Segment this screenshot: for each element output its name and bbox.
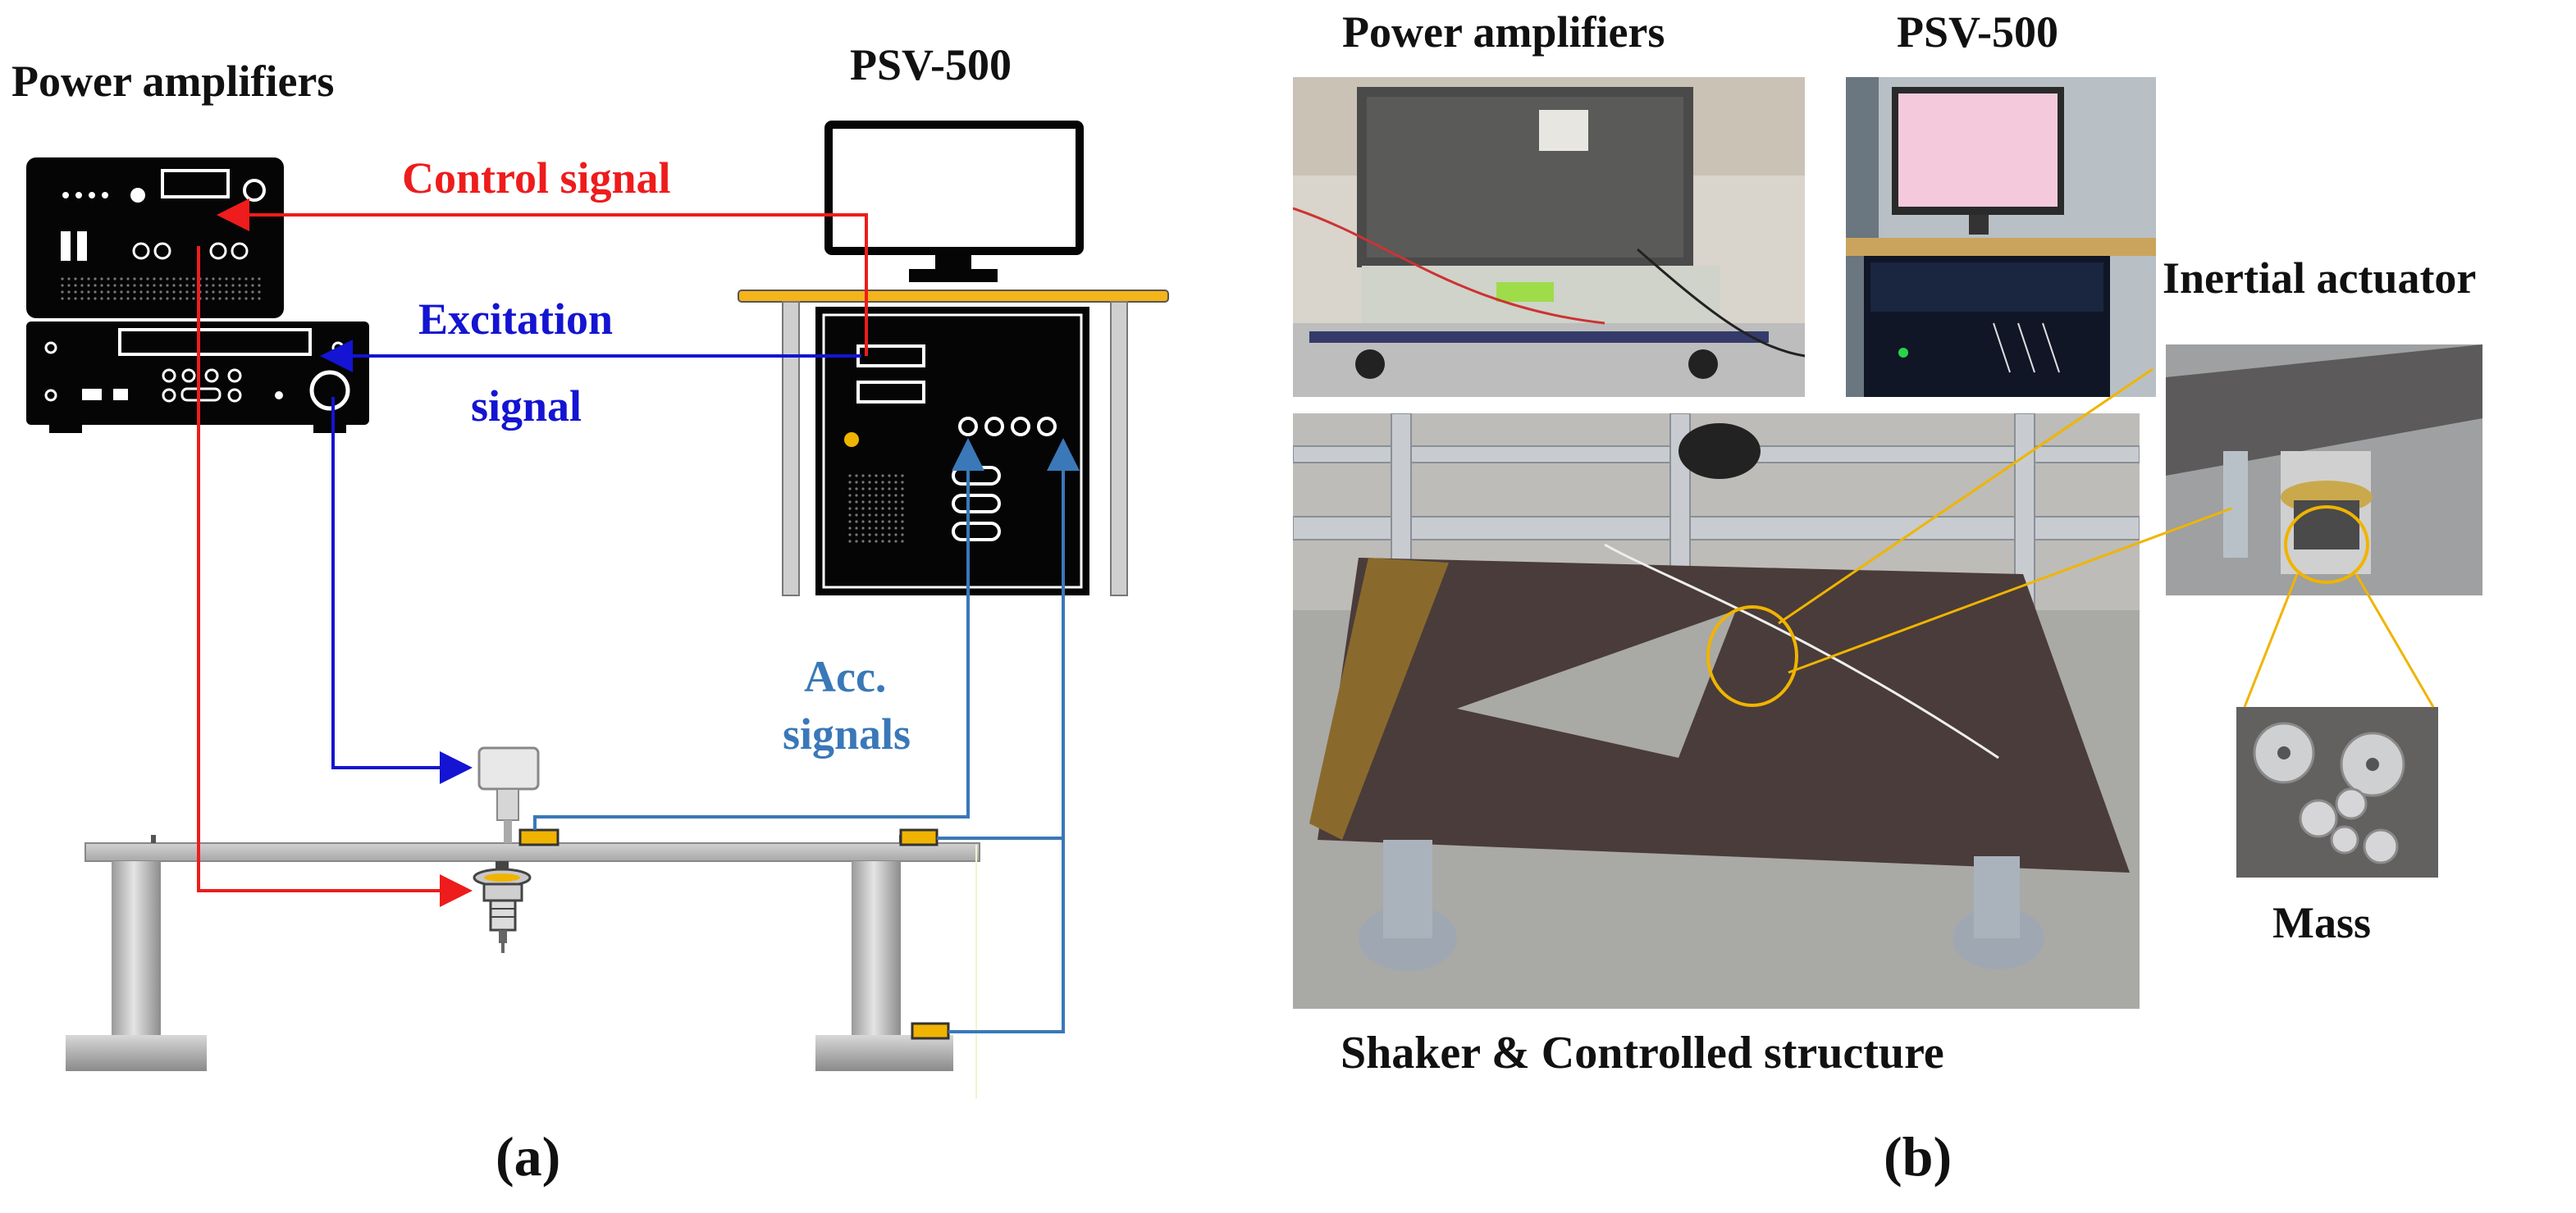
accelerometers (518, 828, 950, 1040)
power-amplifiers-label-b: Power amplifiers (1342, 7, 1665, 57)
power-amplifiers-label-a: Power amplifiers (11, 57, 335, 106)
control-signal-label: Control signal (402, 153, 671, 203)
psv-monitor (824, 121, 1084, 282)
power-amplifier-upper (26, 157, 284, 318)
excitation-label-line1: Excitation (418, 294, 613, 344)
photo-inertial-actuator (2166, 344, 2482, 595)
psv-label-b: PSV-500 (1897, 7, 2058, 57)
shaker (477, 746, 540, 843)
shaker-structure-label: Shaker & Controlled structure (1341, 1028, 1944, 1078)
photo-shaker-structure (1293, 413, 2140, 1009)
photo-mass (2236, 707, 2438, 878)
accelerometer-3 (911, 1022, 950, 1040)
photo-psv (1846, 77, 2156, 397)
panel-a-caption: (a) (496, 1125, 561, 1188)
mass-label: Mass (2272, 898, 2371, 947)
acc-signal-path (533, 438, 1080, 1033)
acc-label-line1: Acc. (804, 652, 887, 701)
excitation-signal-path (320, 340, 861, 784)
acc-label-line2: signals (783, 709, 911, 759)
inertial-actuator (473, 861, 532, 953)
photo-power-amplifiers (1293, 77, 1805, 397)
control-signal-path (197, 198, 868, 907)
excitation-label-line2: signal (471, 381, 582, 431)
psv-label-a: PSV-500 (850, 40, 1012, 89)
inertial-actuator-label: Inertial actuator (2163, 253, 2477, 303)
panel-b-caption: (b) (1884, 1125, 1953, 1188)
psv-desk (738, 290, 1169, 596)
accelerometer-2 (899, 828, 939, 846)
accelerometer-1 (518, 828, 560, 846)
psv-controller (815, 307, 1089, 595)
controlled-structure (66, 835, 980, 1099)
